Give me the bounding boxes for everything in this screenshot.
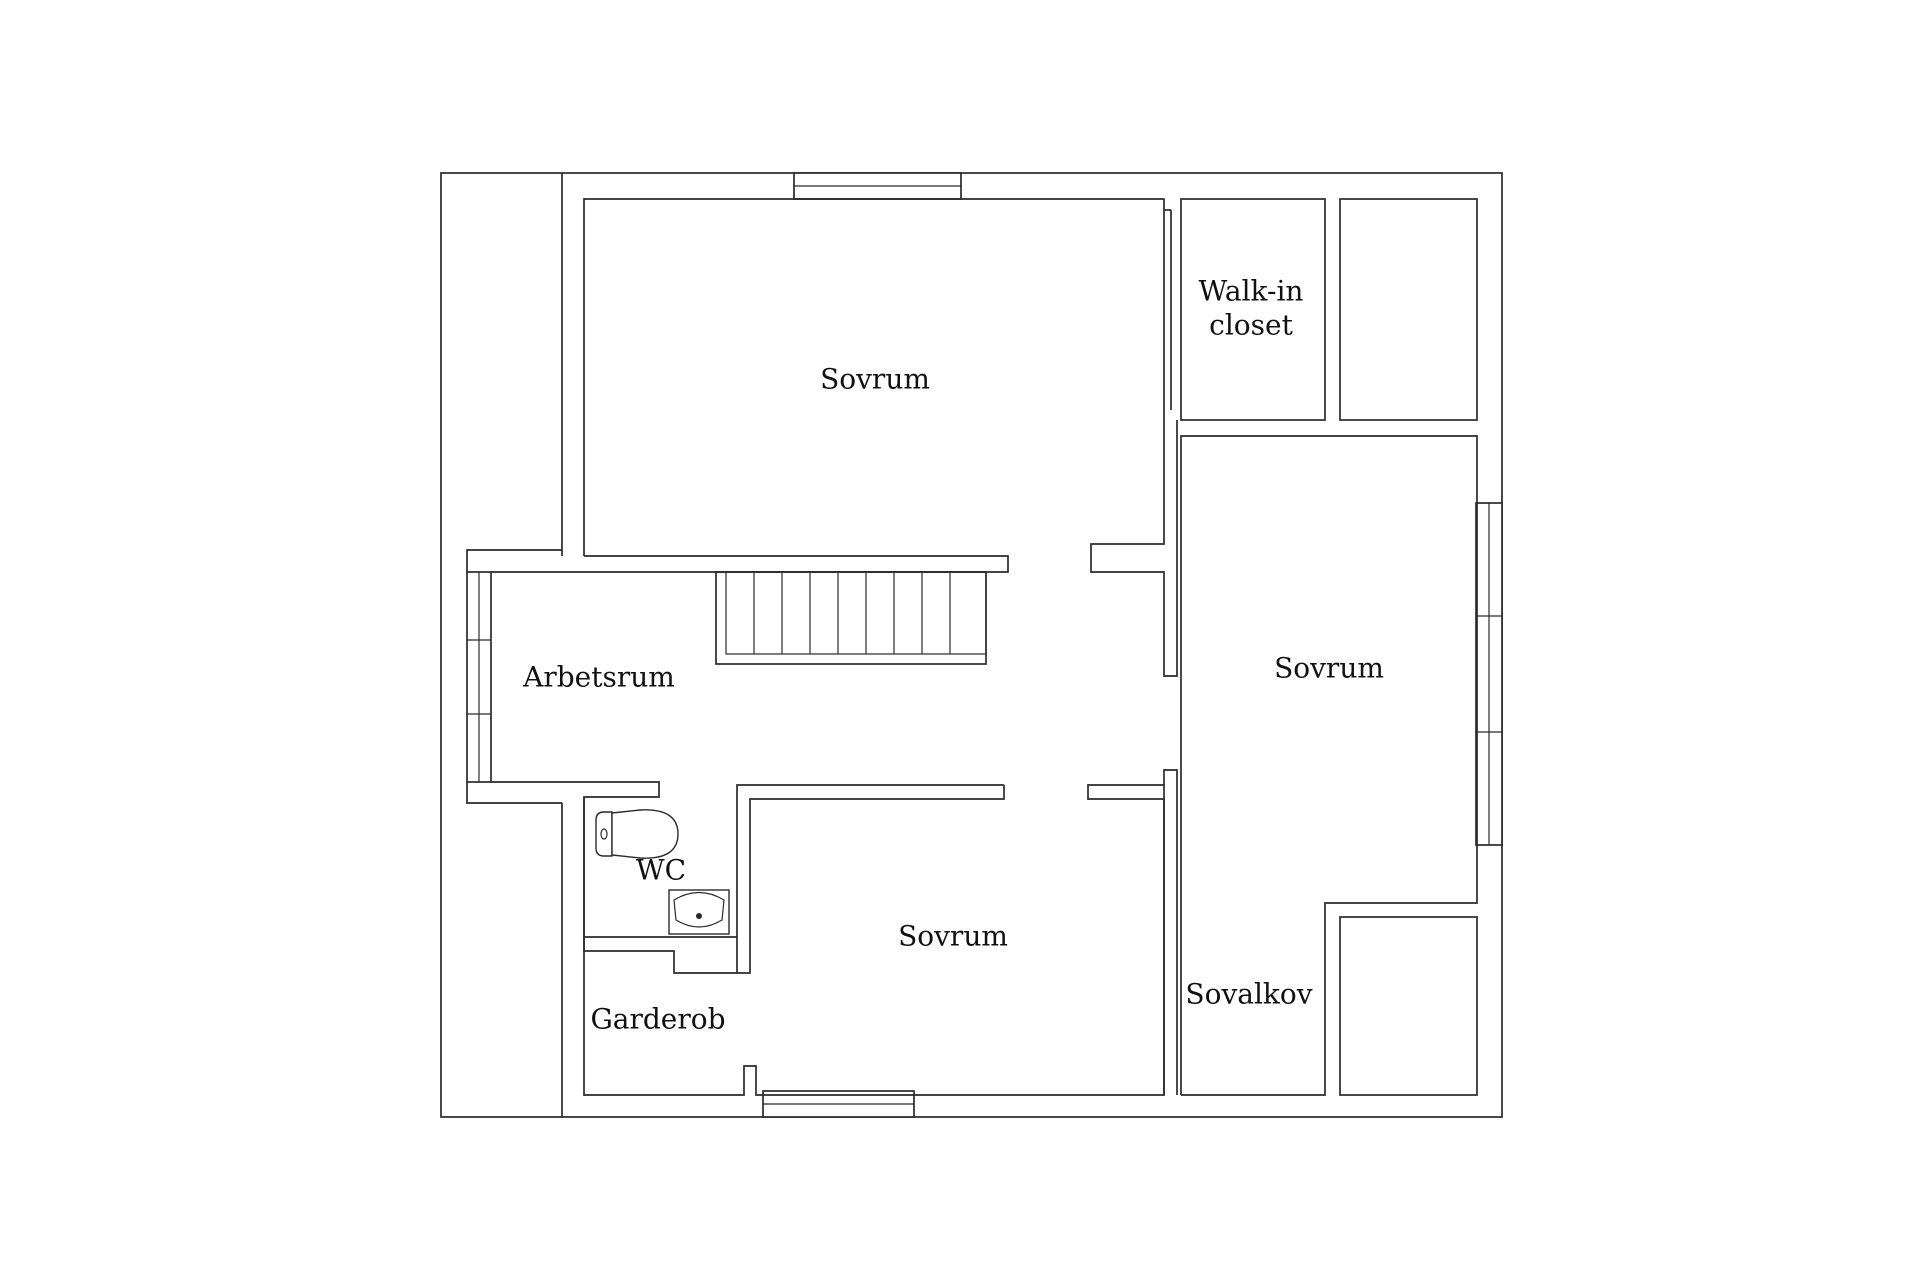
label-sovalkov: Sovalkov (1185, 978, 1312, 1011)
label-walk-in-line1: Walk-in (1199, 275, 1304, 308)
label-sovrum-right: Sovrum (1274, 652, 1384, 685)
exterior-walls (440, 172, 1503, 1118)
label-sovrum-top: Sovrum (820, 363, 930, 396)
toilet-icon (595, 809, 679, 859)
label-sovrum-bottom: Sovrum (898, 920, 1008, 953)
room-labels: Sovrum Walk-in closet Arbetsrum Sovrum W… (522, 275, 1384, 1036)
interior-walls (466, 198, 1478, 1096)
label-walk-in-line2: closet (1209, 309, 1293, 342)
label-arbetsrum: Arbetsrum (522, 661, 675, 694)
label-wc: WC (636, 854, 686, 887)
window-top (793, 172, 962, 200)
staircase (715, 571, 987, 665)
sink-icon (668, 889, 730, 935)
window-right (1475, 502, 1503, 846)
label-garderob: Garderob (590, 1003, 725, 1036)
window-left (466, 571, 492, 783)
